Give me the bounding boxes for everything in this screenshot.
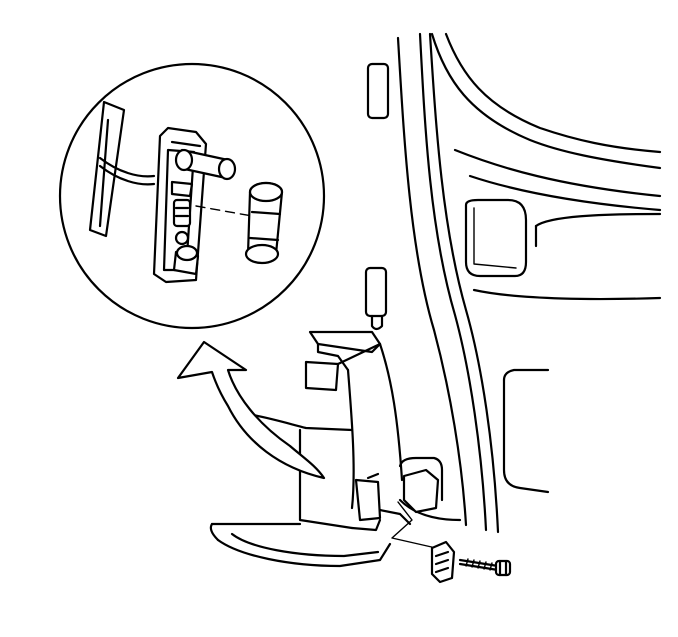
retaining-screw bbox=[458, 558, 512, 577]
tail-lamp-housing bbox=[209, 330, 440, 568]
pointer-arrow bbox=[176, 340, 326, 480]
lamp-socket bbox=[152, 126, 237, 284]
callout-leader-line bbox=[391, 501, 437, 549]
alignment-dash-line bbox=[195, 205, 253, 217]
mounting-clip bbox=[430, 540, 456, 584]
bulb bbox=[244, 181, 284, 265]
license-lamp-detail-callout bbox=[58, 62, 326, 330]
vehicle-rear-body-panel bbox=[364, 32, 662, 534]
